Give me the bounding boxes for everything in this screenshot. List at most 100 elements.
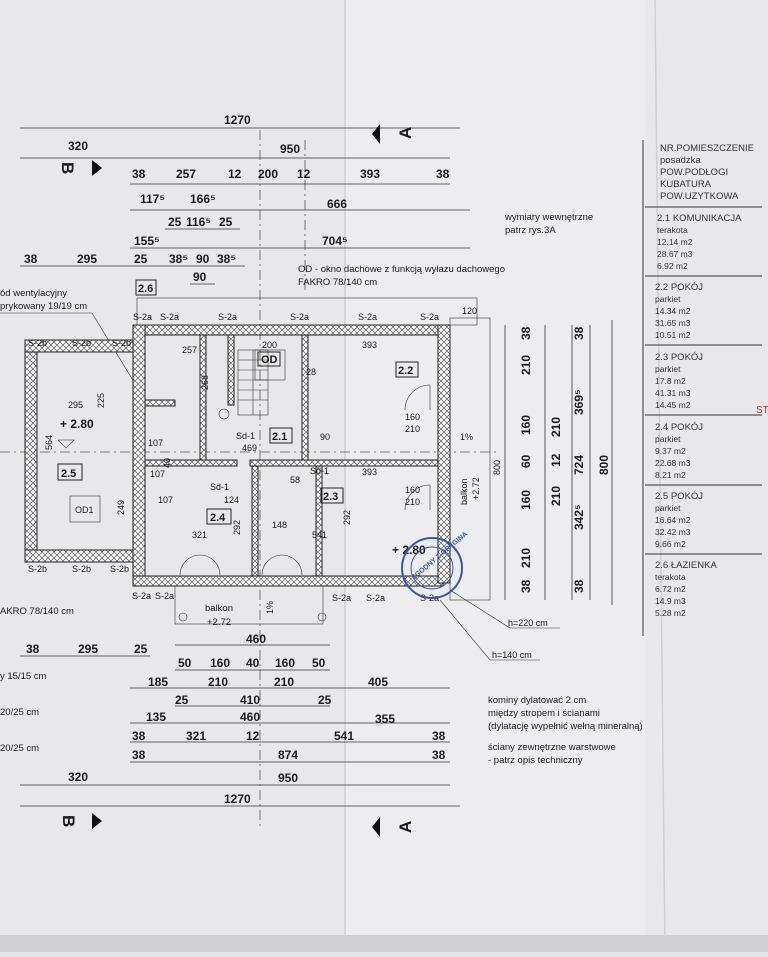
- dim: 950: [280, 142, 300, 156]
- dim: 25: [134, 252, 148, 266]
- dimension-label: A: [396, 821, 415, 833]
- dim: 295: [77, 252, 97, 266]
- dimension-label: 321: [186, 729, 206, 743]
- dimension-label: 40: [162, 458, 172, 468]
- dimension-label: S-2a: [160, 312, 179, 322]
- dimension-label: 41.31 m3: [655, 388, 691, 398]
- dimension-label: POW.PODŁOGI: [660, 167, 728, 178]
- section-marker-a-bottom: A: [372, 817, 415, 837]
- table-row: 2.3 POKÓJ parkiet 17.8 m2 41.31 m3 14.45…: [655, 352, 703, 410]
- dimension-label: 14.34 m2: [655, 306, 691, 316]
- dim: 166⁵: [190, 192, 216, 206]
- dimension-label: 160: [405, 412, 420, 422]
- dimension-label: 295: [68, 400, 83, 410]
- dimension-label: 16.64 m2: [655, 515, 691, 525]
- dim: 257: [176, 167, 196, 181]
- dimension-label: 200: [262, 340, 277, 350]
- dimension-label: 12: [246, 729, 260, 743]
- dimension-label: 25: [318, 693, 332, 707]
- dim: 38: [132, 167, 146, 181]
- dimension-label: 6.92 m2: [657, 261, 688, 271]
- dimension-label: 60: [519, 454, 533, 468]
- dimension-label: S-2b: [28, 338, 47, 348]
- dimension-label: 2.4 POKÓJ: [655, 422, 703, 433]
- dimension-label: 320: [68, 770, 88, 784]
- dimension-label: S-2a: [155, 591, 174, 601]
- level-mark-2-5: + 2.80: [60, 417, 94, 431]
- dimension-label: 393: [362, 467, 377, 477]
- dim: 25: [168, 215, 182, 229]
- dimension-label: S-2a: [132, 591, 151, 601]
- room-label-2-6: 2.6: [138, 283, 153, 295]
- dimension-label: B: [58, 162, 77, 174]
- dimension-label: 135: [146, 710, 166, 724]
- dimension-label: 50: [312, 656, 326, 670]
- dimension-label: 210: [405, 497, 420, 507]
- height-label-140: h=140 cm: [492, 650, 532, 660]
- dimension-label: terakota: [655, 572, 686, 582]
- dimension-label: 257: [182, 345, 197, 355]
- dimension-label: S-2a: [358, 312, 377, 322]
- dimension-label: 249: [116, 500, 126, 515]
- dimension-label: parkiet: [655, 503, 681, 513]
- dimension-label: 12: [549, 453, 563, 467]
- dimension-label: 2.3 POKÓJ: [655, 352, 703, 363]
- balcony-level-bottom: +2.72: [207, 617, 231, 628]
- dimension-label: POW.UZYTKOWA: [660, 191, 739, 202]
- dimension-label: 210: [519, 355, 533, 375]
- section-marker-b-bottom: B: [59, 813, 102, 829]
- dimension-label: 6.72 m2: [655, 584, 686, 594]
- dimension-label: 292: [342, 510, 352, 525]
- right-dimensions: 38 210 160 60 160 210 38 210 12 210 38 3…: [462, 306, 613, 605]
- dimension-label: 38: [519, 579, 533, 593]
- slope-right: 1%: [460, 432, 473, 442]
- section-marker-b-top: B: [58, 160, 102, 176]
- dimension-label: 225: [96, 393, 106, 408]
- note-roof-window: FAKRO 78/140 cm: [298, 277, 377, 288]
- dimension-label: S-2a: [420, 312, 439, 322]
- dimension-label: parkiet: [655, 434, 681, 444]
- note-chimney: (dylatację wypełnić wełną mineralną): [488, 721, 643, 732]
- dimension-label: 32.42 m3: [655, 527, 691, 537]
- slope-bottom: 1%: [265, 601, 275, 614]
- dimension-label: 950: [278, 771, 298, 785]
- dimension-label: 541: [312, 530, 327, 540]
- table-row: 2.2 POKÓJ parkiet 14.34 m2 31.65 m3 10.5…: [655, 282, 703, 340]
- balcony-level-right: +2.72: [471, 477, 481, 500]
- dimension-label: 38: [432, 729, 446, 743]
- dim: 38⁵: [169, 252, 188, 266]
- paper-edge: [0, 935, 768, 952]
- dimension-label: 14.9 m3: [655, 596, 686, 606]
- dim: 320: [68, 139, 88, 153]
- dimension-label: 5.28 m2: [655, 608, 686, 618]
- dimension-label: 160: [519, 415, 533, 435]
- note-roof-window: OD - okno dachowe z funkcją wyłazu dacho…: [298, 264, 505, 275]
- dim: 25: [219, 215, 233, 229]
- dimension-label: 800: [492, 460, 502, 475]
- dimension-label: 800: [597, 455, 611, 475]
- dim: 117⁵: [140, 192, 165, 206]
- dimension-label: 38: [432, 748, 446, 762]
- dimension-label: 40: [246, 656, 260, 670]
- dimension-label: 14.45 m2: [655, 400, 691, 410]
- note-chimney-size: y 15/15 cm: [0, 671, 47, 682]
- dim: 155⁵: [134, 234, 160, 248]
- dimension-label: 460: [240, 710, 260, 724]
- dimension-label: 2.2 POKÓJ: [655, 282, 703, 293]
- dimension-label: S-2a: [332, 593, 351, 603]
- roof-window-label-od1: OD1: [75, 505, 94, 515]
- dim: 116⁵: [186, 215, 211, 229]
- balcony-label-bottom: balkon: [205, 603, 233, 614]
- building-walls: [24, 297, 491, 625]
- dimension-label: 12.14 m2: [657, 237, 693, 247]
- bottom-dimensions: 38 295 25 460 50 160 40 160 50 185 210 2…: [20, 632, 460, 807]
- note-ventilation: ód wentylacyjny: [0, 288, 67, 299]
- dimension-label: KUBATURA: [660, 179, 712, 190]
- dimension-label: NR.POMIESZCZENIE: [660, 143, 754, 154]
- dimension-label: 38: [572, 326, 586, 340]
- dimension-label: 9.66 m2: [655, 539, 686, 549]
- leader-line: [449, 589, 560, 629]
- dimension-label: Sd-1: [236, 431, 255, 441]
- table-header: NR.POMIESZCZENIE posadzka POW.PODŁOGI KU…: [660, 143, 754, 202]
